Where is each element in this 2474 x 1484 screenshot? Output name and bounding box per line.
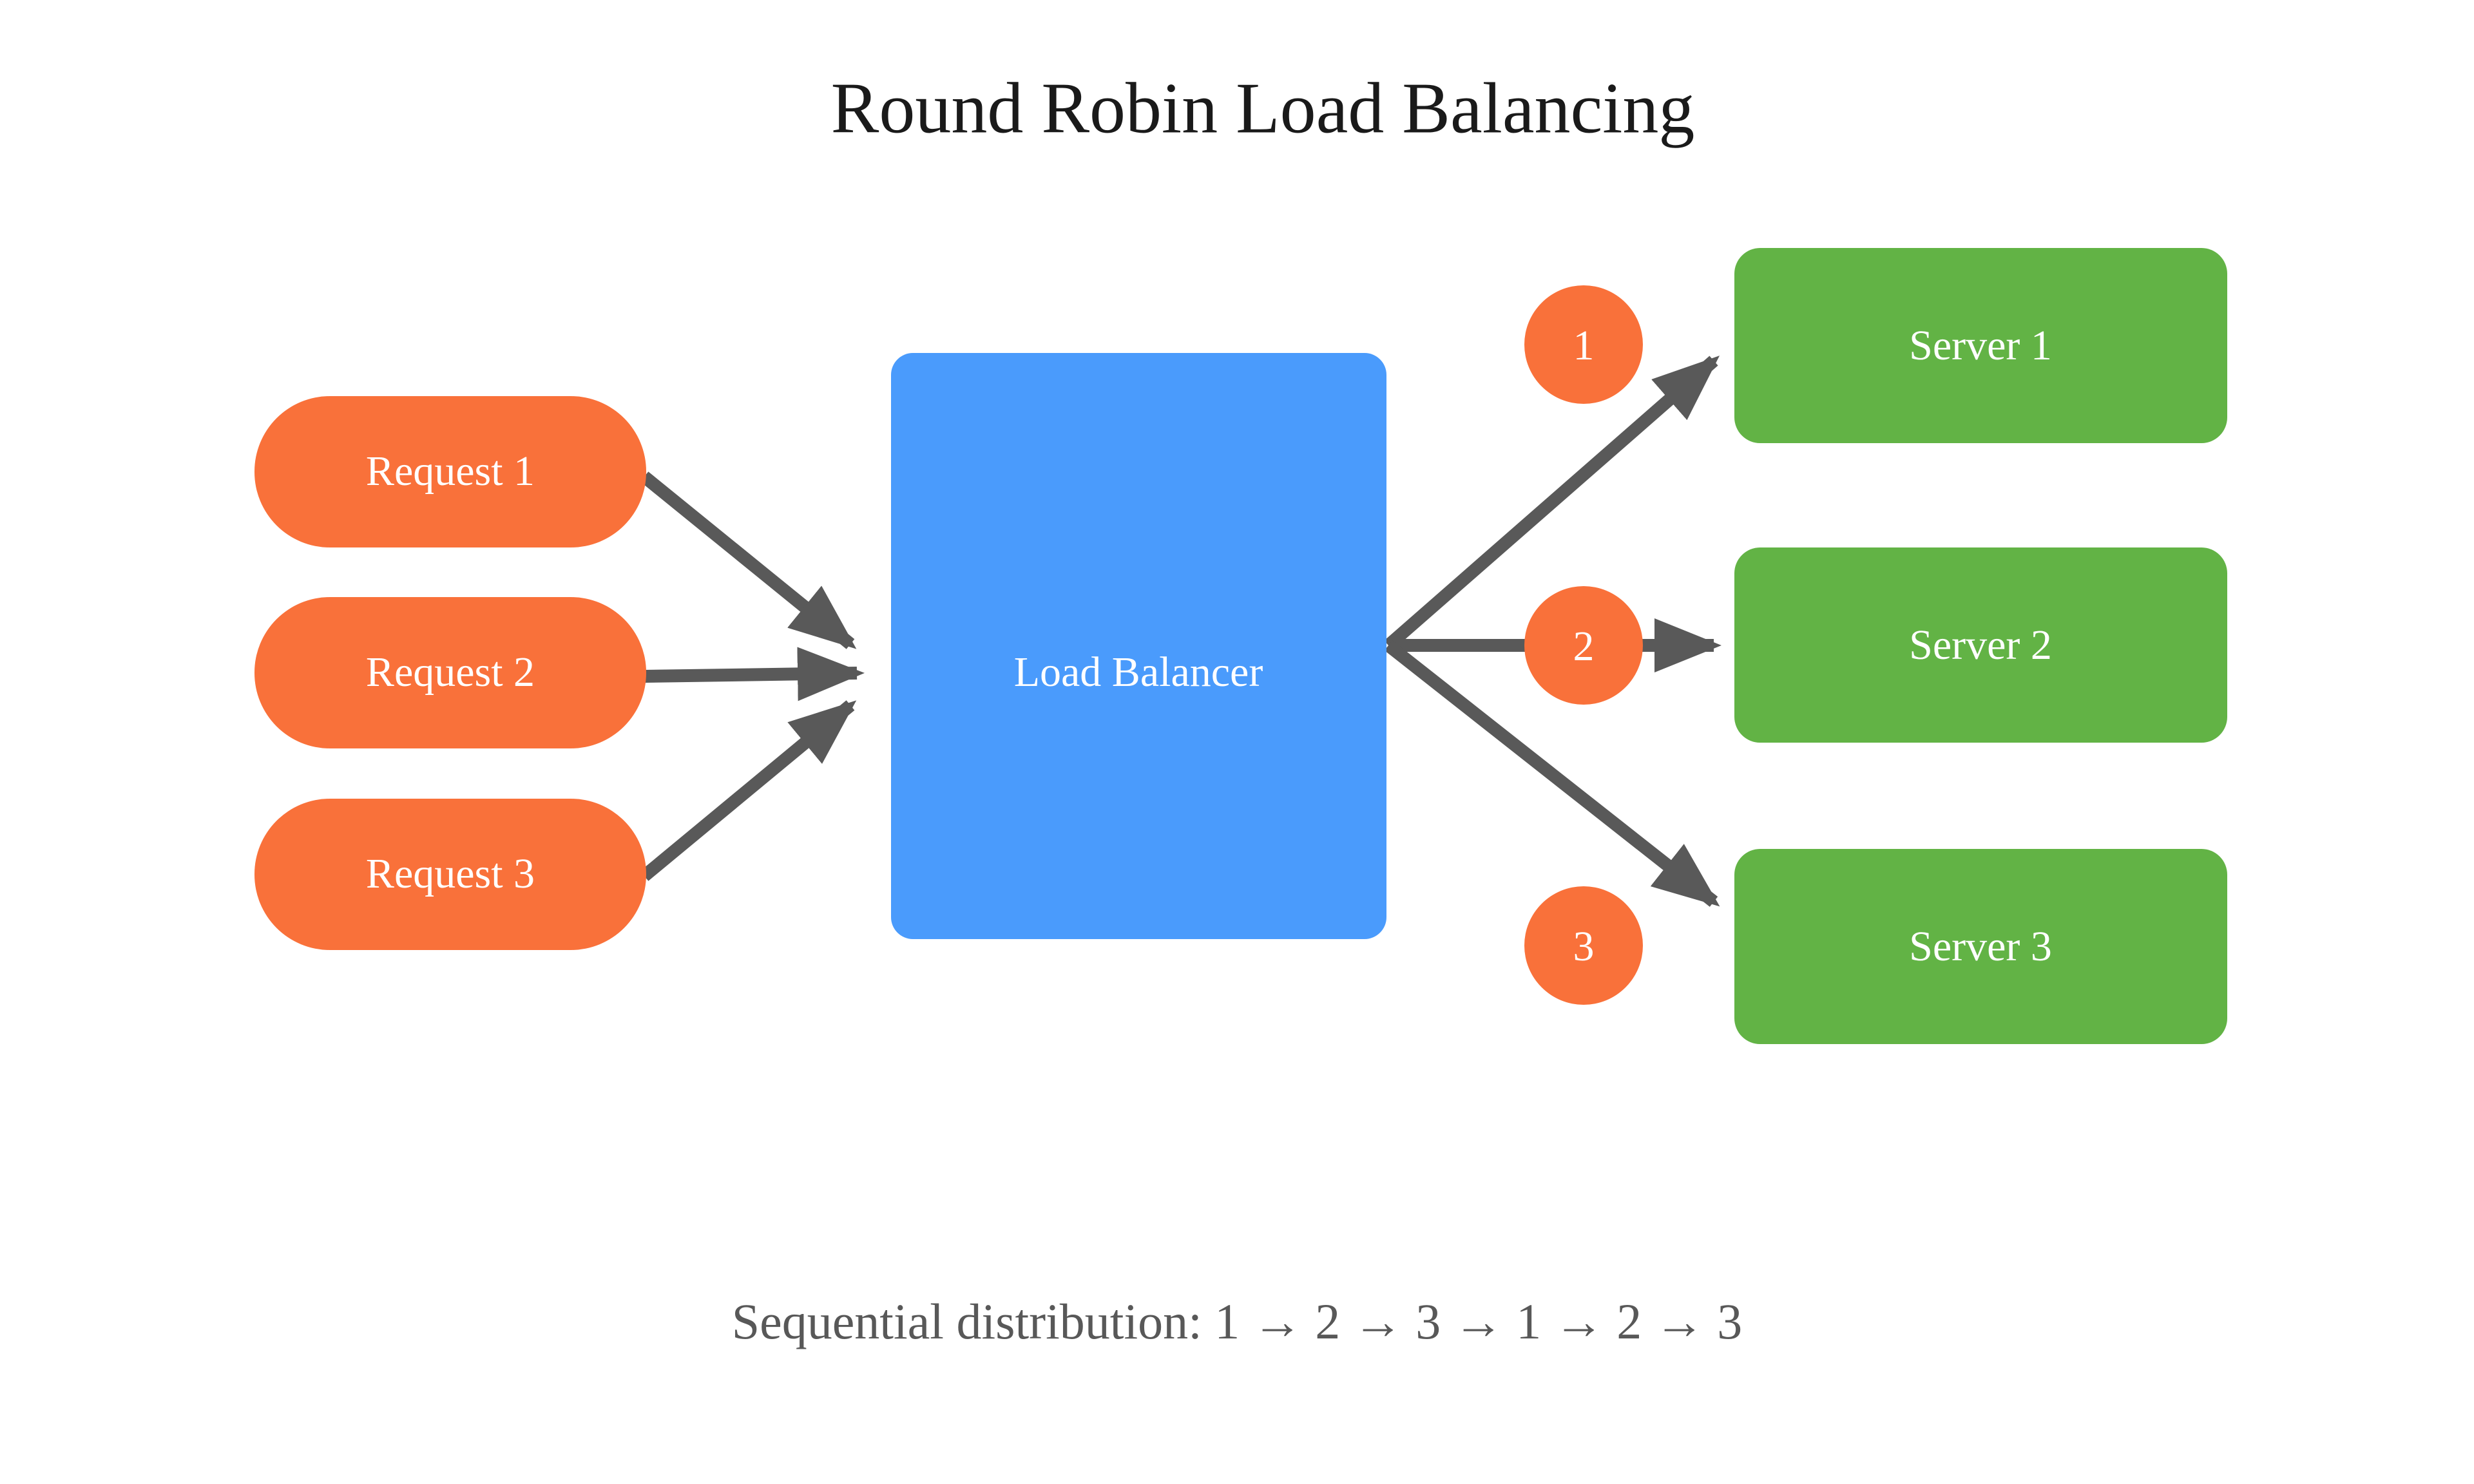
server-2-shape[interactable]	[1734, 547, 2227, 743]
load-balancer-node[interactable]: Load Balancer	[891, 353, 1386, 939]
server-node-2[interactable]: Server 2	[1734, 547, 2227, 743]
server-node-3[interactable]: Server 3	[1734, 849, 2227, 1044]
sequence-circle-3-shape[interactable]	[1524, 886, 1643, 1005]
request-2-label: Request 2	[366, 649, 535, 696]
request-node-1[interactable]: Request 1	[254, 396, 646, 547]
request-1-label: Request 1	[366, 448, 535, 495]
load-balancer-shape[interactable]	[891, 353, 1386, 939]
diagram-caption: Sequential distribution: 1 → 2 → 3 → 1 →…	[732, 1293, 1743, 1349]
connector-balancer-to-server-3	[1384, 640, 1720, 907]
request-1-shape[interactable]	[254, 396, 646, 547]
sequence-circle-2-label: 2	[1573, 623, 1595, 670]
connector-request-3-to-balancer	[640, 700, 857, 881]
server-node-1[interactable]: Server 1	[1734, 248, 2227, 443]
inbound-connectors	[640, 471, 865, 881]
request-node-2[interactable]: Request 2	[254, 597, 646, 748]
server-2-label: Server 2	[1909, 622, 2052, 669]
request-node-3[interactable]: Request 3	[254, 799, 646, 950]
sequence-circle-1-shape[interactable]	[1524, 285, 1643, 404]
sequence-circle-node-1[interactable]: 1	[1524, 285, 1643, 404]
server-1-shape[interactable]	[1734, 248, 2227, 443]
load-balancer-label: Load Balancer	[1014, 649, 1263, 696]
sequence-circle-node-2[interactable]: 2	[1524, 586, 1643, 705]
request-3-shape[interactable]	[254, 799, 646, 950]
page-title: Round Robin Load Balancing	[831, 69, 1695, 149]
request-2-shape[interactable]	[254, 597, 646, 748]
connector-balancer-to-server-1	[1384, 356, 1720, 651]
connector-request-2-to-balancer	[644, 647, 865, 701]
sequence-circle-2-shape[interactable]	[1524, 586, 1643, 705]
connector-request-1-to-balancer	[640, 471, 857, 649]
server-3-shape[interactable]	[1734, 849, 2227, 1044]
sequence-circle-3-label: 3	[1573, 923, 1595, 970]
sequence-circle-1-label: 1	[1573, 322, 1595, 369]
server-1-label: Server 1	[1909, 322, 2052, 369]
sequence-circle-node-3[interactable]: 3	[1524, 886, 1643, 1005]
request-3-label: Request 3	[366, 850, 535, 897]
server-3-label: Server 3	[1909, 923, 2052, 970]
